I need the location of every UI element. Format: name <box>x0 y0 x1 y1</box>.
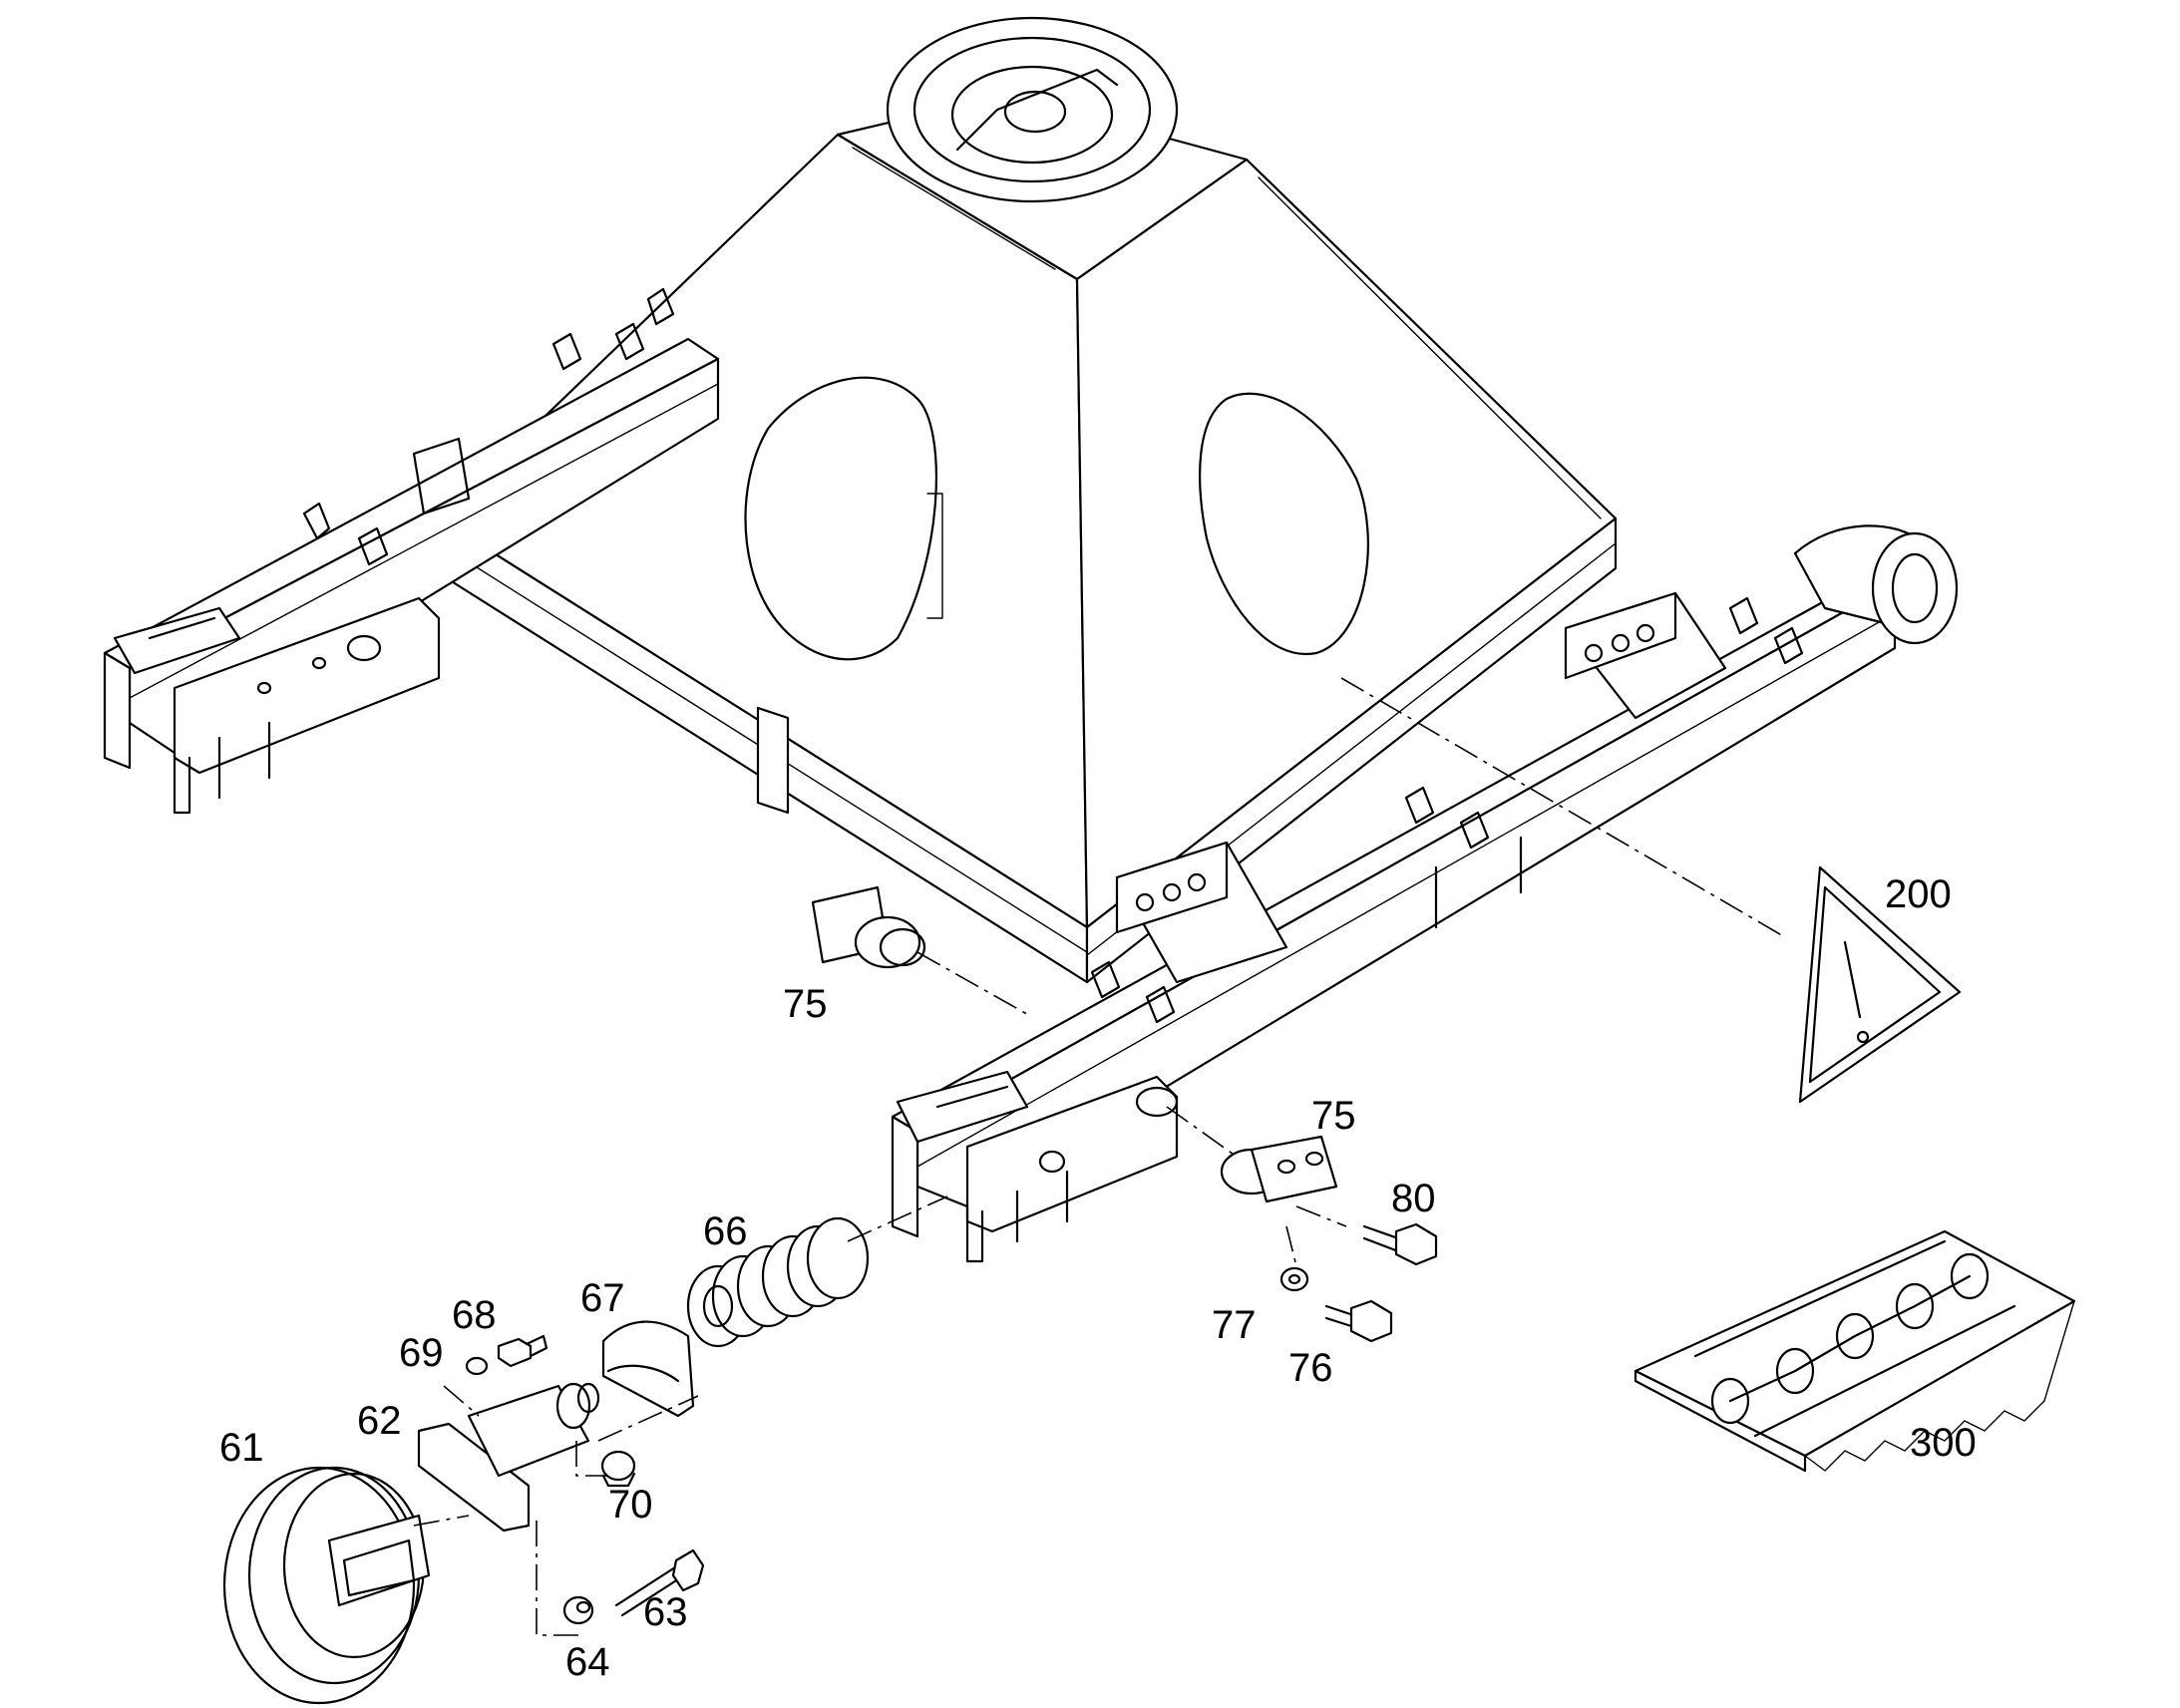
part-70-plug <box>600 1450 636 1488</box>
part-66-spring <box>686 1216 870 1348</box>
callout-76: 76 <box>1288 1346 1333 1390</box>
callout-labels: 61 62 63 64 66 67 68 69 70 75 75 76 77 8… <box>219 872 1977 1684</box>
callout-75-lower: 75 <box>1311 1094 1356 1138</box>
part-75-lower-pin <box>1220 1135 1338 1203</box>
part-200-warning-sign <box>1798 865 1962 1104</box>
callout-70: 70 <box>608 1483 653 1527</box>
part-67-saddle <box>601 1320 695 1418</box>
callout-80: 80 <box>1391 1177 1436 1220</box>
callout-66: 66 <box>703 1209 748 1253</box>
callout-62: 62 <box>357 1399 402 1443</box>
callout-64: 64 <box>565 1640 610 1684</box>
part-63-bolt <box>614 1548 705 1617</box>
callout-77: 77 <box>1212 1303 1257 1347</box>
callout-68: 68 <box>452 1293 497 1337</box>
callout-200: 200 <box>1885 872 1952 916</box>
callout-69: 69 <box>399 1331 444 1375</box>
part-76-bolt <box>1324 1299 1393 1343</box>
callout-61: 61 <box>219 1426 264 1470</box>
callout-67: 67 <box>580 1276 625 1320</box>
callout-63: 63 <box>643 1590 688 1634</box>
right-track-frame <box>891 524 1959 1263</box>
part-62-cylinder <box>417 1382 600 1533</box>
part-77-washer <box>1279 1266 1309 1292</box>
part-68-fitting <box>497 1334 548 1368</box>
callout-300: 300 <box>1910 1421 1977 1465</box>
part-61-idler <box>222 1466 431 1705</box>
part-75-upper-pin <box>811 885 926 969</box>
part-69-oring <box>465 1356 489 1376</box>
left-track-frame <box>103 287 720 815</box>
part-300-track-chain <box>1634 1229 2076 1473</box>
part-80-bolt <box>1362 1222 1438 1266</box>
part-64-washer <box>562 1595 594 1625</box>
callout-75-upper: 75 <box>783 982 828 1026</box>
center-lines <box>413 677 1786 1636</box>
